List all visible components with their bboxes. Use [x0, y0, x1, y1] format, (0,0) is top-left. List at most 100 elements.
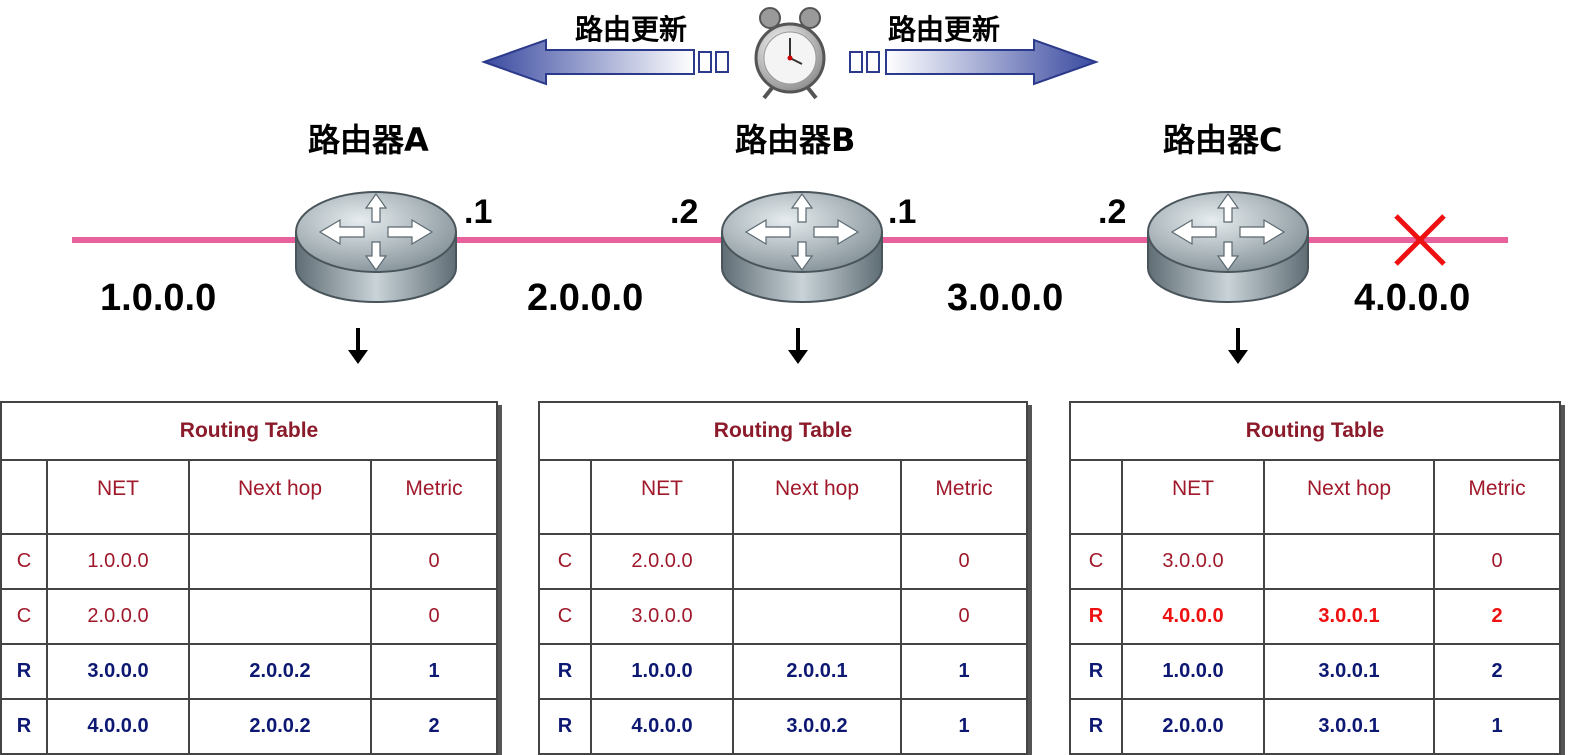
- table-cell-next-hop: [188, 533, 372, 590]
- router-a-icon: [295, 191, 457, 303]
- update-label-left: 路由更新: [575, 13, 688, 46]
- table-header: NET: [1121, 459, 1265, 535]
- update-arrow-right-icon: [849, 38, 1099, 86]
- table-title: Routing Table: [538, 401, 1028, 461]
- table-cell-next-hop: [188, 588, 372, 645]
- table-cell-type: C: [0, 533, 48, 590]
- red-x-icon: [1394, 214, 1446, 266]
- table-cell-net: 1.0.0.0: [46, 533, 190, 590]
- network-label-4: 4.0.0.0: [1354, 277, 1471, 319]
- table-title: Routing Table: [1069, 401, 1561, 461]
- table-cell-next-hop: 3.0.0.1: [1263, 643, 1435, 700]
- table-cell-net: 1.0.0.0: [590, 643, 734, 700]
- table-header: [1069, 459, 1123, 535]
- router-c-icon: [1147, 191, 1309, 303]
- table-cell-next-hop: [732, 533, 902, 590]
- table-cell-metric: 1: [900, 698, 1028, 755]
- table-cell-next-hop: [1263, 533, 1435, 590]
- table-header: NET: [590, 459, 734, 535]
- table-cell-metric: 1: [1433, 698, 1561, 755]
- router-b-name: 路由器B: [735, 121, 856, 159]
- table-header: Next hop: [1263, 459, 1435, 535]
- router-c-name: 路由器C: [1163, 121, 1283, 159]
- table-cell-net: 1.0.0.0: [1121, 643, 1265, 700]
- table-cell-next-hop: 2.0.0.2: [188, 698, 372, 755]
- table-header: NET: [46, 459, 190, 535]
- table-cell-metric: 0: [900, 588, 1028, 645]
- table-cell-next-hop: 3.0.0.1: [1263, 588, 1435, 645]
- alarm-clock-icon: [754, 7, 826, 100]
- table-header: Metric: [370, 459, 498, 535]
- table-cell-net: 2.0.0.0: [1121, 698, 1265, 755]
- table-cell-metric: 0: [900, 533, 1028, 590]
- table-cell-type: C: [538, 533, 592, 590]
- table-header: Metric: [1433, 459, 1561, 535]
- table-cell-next-hop: 3.0.0.1: [1263, 698, 1435, 755]
- table-header: Next hop: [732, 459, 902, 535]
- table-header: [538, 459, 592, 535]
- table-cell-type: R: [0, 643, 48, 700]
- table-cell-type: C: [0, 588, 48, 645]
- down-arrow-icon: [348, 328, 368, 364]
- down-arrow-icon: [1228, 328, 1248, 364]
- table-cell-type: R: [1069, 643, 1123, 700]
- network-label-3: 3.0.0.0: [947, 277, 1064, 319]
- table-cell-net: 4.0.0.0: [590, 698, 734, 755]
- table-cell-next-hop: [732, 588, 902, 645]
- table-cell-metric: 2: [1433, 588, 1561, 645]
- table-cell-type: C: [538, 588, 592, 645]
- table-cell-net: 3.0.0.0: [46, 643, 190, 700]
- table-title: Routing Table: [0, 401, 498, 461]
- update-arrow-left-icon: [481, 38, 729, 86]
- table-cell-metric: 0: [370, 533, 498, 590]
- table-cell-net: 4.0.0.0: [1121, 588, 1265, 645]
- network-label-1: 1.0.0.0: [100, 277, 217, 319]
- interface-b-left: .2: [670, 193, 699, 231]
- update-label-right: 路由更新: [888, 13, 1001, 46]
- table-cell-next-hop: 3.0.0.2: [732, 698, 902, 755]
- table-cell-metric: 2: [1433, 643, 1561, 700]
- table-cell-net: 3.0.0.0: [1121, 533, 1265, 590]
- table-cell-metric: 0: [1433, 533, 1561, 590]
- table-cell-net: 2.0.0.0: [46, 588, 190, 645]
- table-cell-type: R: [1069, 588, 1123, 645]
- table-cell-metric: 0: [370, 588, 498, 645]
- table-cell-net: 3.0.0.0: [590, 588, 734, 645]
- table-cell-next-hop: 2.0.0.1: [732, 643, 902, 700]
- table-cell-metric: 1: [900, 643, 1028, 700]
- table-header: [0, 459, 48, 535]
- table-header: Metric: [900, 459, 1028, 535]
- interface-a-right: .1: [464, 193, 493, 231]
- table-header: Next hop: [188, 459, 372, 535]
- table-cell-metric: 1: [370, 643, 498, 700]
- router-a-name: 路由器A: [308, 121, 429, 159]
- table-cell-net: 4.0.0.0: [46, 698, 190, 755]
- router-b-icon: [721, 191, 883, 303]
- table-cell-type: R: [0, 698, 48, 755]
- table-cell-metric: 2: [370, 698, 498, 755]
- down-arrow-icon: [788, 328, 808, 364]
- table-cell-type: R: [1069, 698, 1123, 755]
- table-cell-type: C: [1069, 533, 1123, 590]
- interface-b-right: .1: [888, 193, 917, 231]
- table-cell-type: R: [538, 643, 592, 700]
- network-label-2: 2.0.0.0: [527, 277, 644, 319]
- interface-c-left: .2: [1098, 193, 1127, 231]
- table-cell-net: 2.0.0.0: [590, 533, 734, 590]
- table-cell-next-hop: 2.0.0.2: [188, 643, 372, 700]
